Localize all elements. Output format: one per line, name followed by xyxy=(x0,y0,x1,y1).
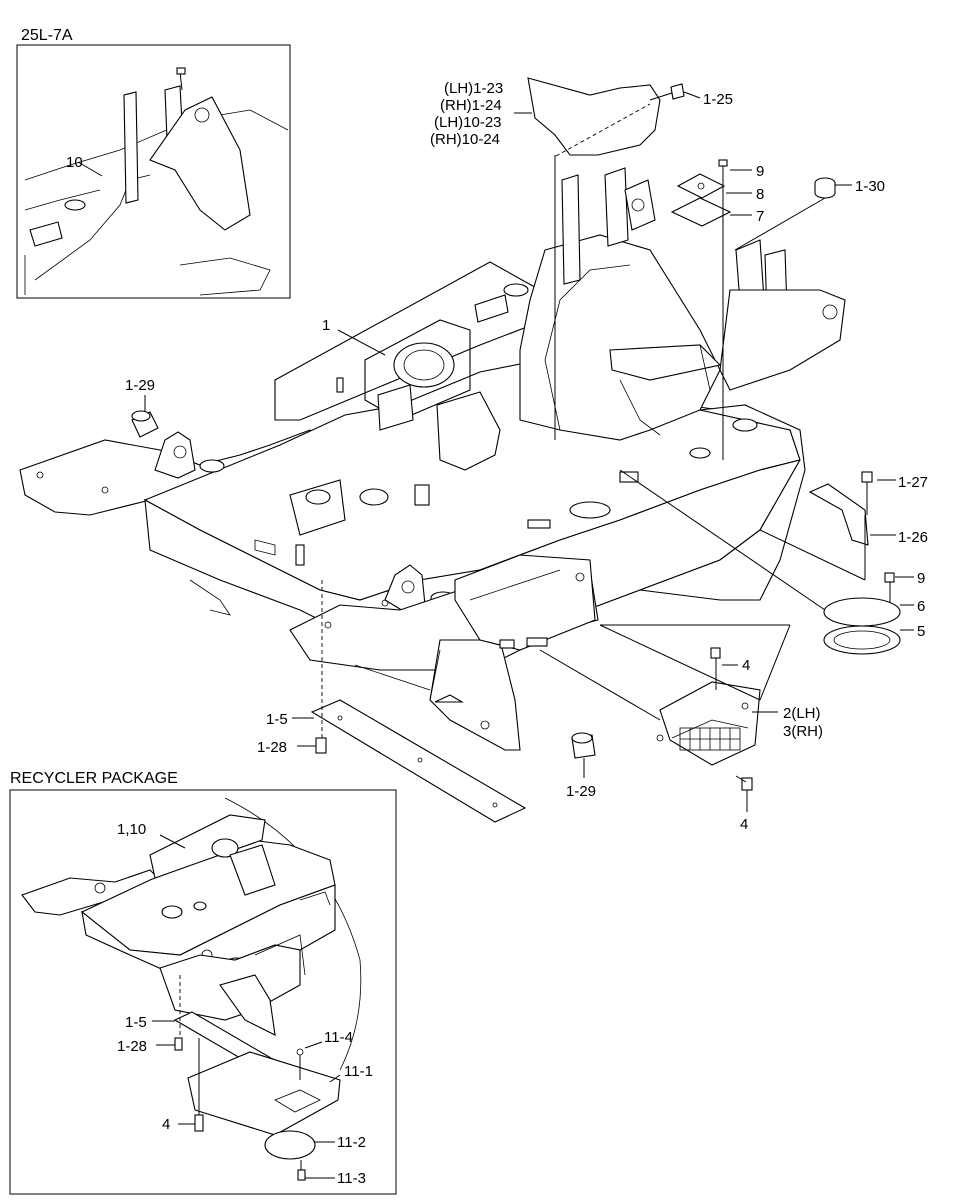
callout-rh-1-24: (RH)1-24 xyxy=(440,97,502,114)
inset-callout-10: 10 xyxy=(66,154,83,171)
part-7-plate xyxy=(670,197,732,227)
part-top-cover xyxy=(514,77,701,440)
callout-1-26: 1-26 xyxy=(898,529,928,546)
callout-1-29-left: 1-29 xyxy=(125,377,155,394)
right-upright-plate xyxy=(719,289,846,391)
inset-frame xyxy=(16,44,291,299)
inset-bracket-1 xyxy=(123,91,139,204)
part-5-gasket xyxy=(823,625,901,655)
inset-plate xyxy=(149,96,251,231)
callout-3-rh: 3(RH) xyxy=(783,723,823,740)
part-6-cover xyxy=(823,597,901,627)
callout-1-5: 1-5 xyxy=(266,711,288,728)
step-grating xyxy=(671,719,749,751)
callout-lh-1-23: (LH)1-23 xyxy=(444,80,503,97)
part-1-5-plate xyxy=(292,580,527,823)
recycler-inset-title: RECYCLER PACKAGE xyxy=(10,770,178,787)
recycler-callout-11-4: 11-4 xyxy=(324,1029,353,1046)
part-5-6-9 xyxy=(619,469,914,655)
callout-7: 7 xyxy=(756,208,764,225)
part-1-29-bushings xyxy=(131,395,596,778)
swing-bearing-hole xyxy=(393,342,455,388)
upright-bar-1 xyxy=(561,174,581,285)
part-1-30 xyxy=(734,177,852,251)
recycler-callout-1-5: 1-5 xyxy=(125,1014,147,1031)
bracket-1-26 xyxy=(808,483,869,546)
callout-1-29-bottom: 1-29 xyxy=(566,783,596,800)
callout-8: 8 xyxy=(756,186,764,203)
main-frame-assembly xyxy=(19,167,846,751)
step-box-2-3 xyxy=(659,681,761,766)
center-upright-bracket xyxy=(519,234,721,441)
part-8-plate xyxy=(676,173,726,199)
callout-1: 1 xyxy=(322,317,330,334)
recycler-callout-1-28: 1-28 xyxy=(117,1038,147,1055)
callout-1-28: 1-28 xyxy=(257,739,287,756)
frame-right-housing xyxy=(639,404,806,601)
callout-4-bottom: 4 xyxy=(740,816,748,833)
callout-9-right: 9 xyxy=(917,570,925,587)
recycler-callout-11-1: 11-1 xyxy=(344,1063,373,1080)
callout-1-30: 1-30 xyxy=(855,178,885,195)
callout-1-25: 1-25 xyxy=(703,91,733,108)
inset-title: 25L-7A xyxy=(21,27,73,44)
callout-9-top: 9 xyxy=(756,163,764,180)
upright-bar-2 xyxy=(604,167,629,247)
recycler-cover-11-2 xyxy=(264,1130,316,1160)
part-1-26-1-27 xyxy=(759,471,896,581)
callout-6: 6 xyxy=(917,598,925,615)
front-fender xyxy=(429,639,521,751)
recycler-callout-4: 4 xyxy=(162,1116,170,1133)
callout-1-27: 1-27 xyxy=(898,474,928,491)
inset-recycler-package: RECYCLER PACKAGE xyxy=(9,770,397,1195)
part-stack-7-8-9 xyxy=(670,159,752,460)
callout-4-top: 4 xyxy=(742,657,750,674)
part-step-box xyxy=(539,624,791,812)
callout-lh-10-23: (LH)10-23 xyxy=(434,114,502,131)
recycler-callout-1-10: 1,10 xyxy=(117,821,146,838)
callout-5: 5 xyxy=(917,623,925,640)
callout-2-lh: 2(LH) xyxy=(783,705,821,722)
recycler-cover-11-1 xyxy=(187,1051,341,1136)
inset-25l-7a: 25L-7A 10 xyxy=(16,27,291,299)
recycler-callout-11-3: 11-3 xyxy=(337,1170,366,1187)
top-cover-plate xyxy=(527,77,661,156)
recycler-inset-frame xyxy=(9,789,397,1195)
recycler-callout-11-2: 11-2 xyxy=(337,1134,366,1151)
callout-rh-10-24: (RH)10-24 xyxy=(430,131,500,148)
